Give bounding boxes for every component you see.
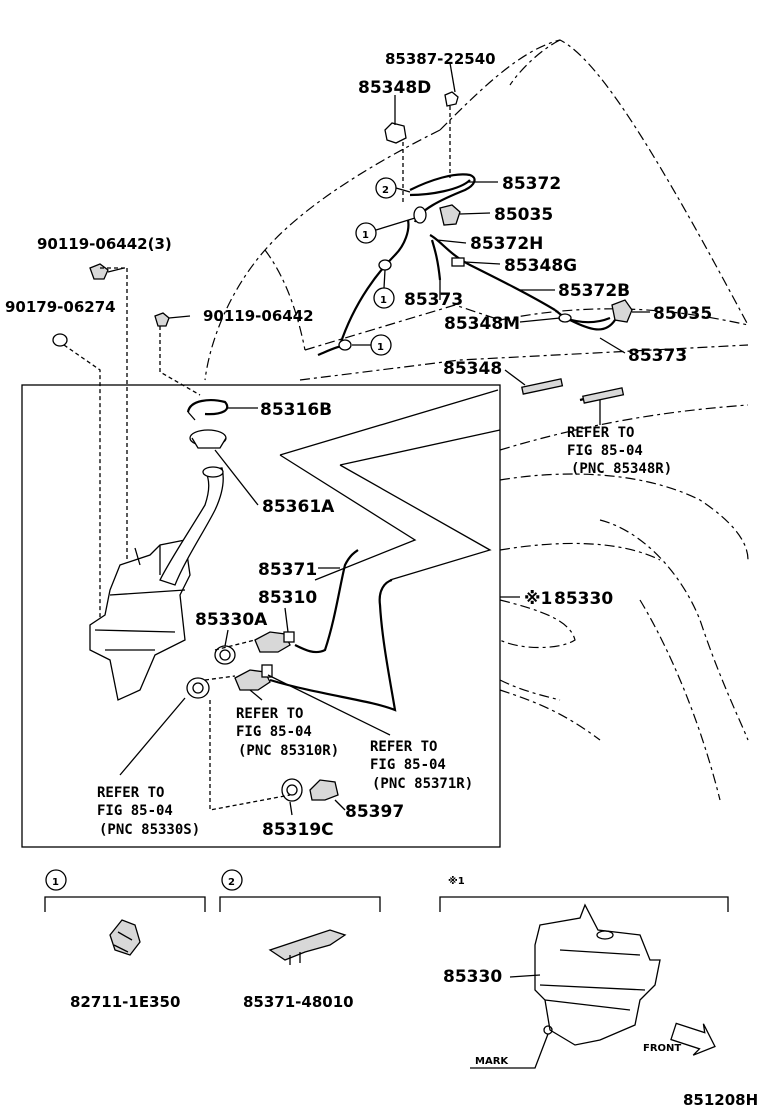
upper-leader-lines xyxy=(394,62,650,425)
label-85330A: 85330A xyxy=(195,610,268,630)
label-85373-b: 85373 xyxy=(628,346,687,366)
label-85371: 85371 xyxy=(258,560,317,580)
inset-3: ※1 85330 MARK FRONT xyxy=(439,875,729,1069)
callout-circles: 2 1 1 1 xyxy=(352,177,416,356)
label-85035-b: 85035 xyxy=(653,304,712,324)
label-90119-06442-3: 90119-06442(3) xyxy=(37,235,172,253)
upper-labels: 85387-22540 85348D 85372 85035 85372H 85… xyxy=(5,50,712,477)
callout-1b: 1 xyxy=(380,295,387,306)
ref-85348R-line2: FIG 85-04 xyxy=(567,443,643,459)
inset-1-part: 82711-1E350 xyxy=(70,993,180,1011)
ref-85330S-line3: (PNC 85330S) xyxy=(99,822,200,838)
label-90119-06442: 90119-06442 xyxy=(203,307,314,325)
inset-2-part: 85371-48010 xyxy=(243,993,354,1011)
ref-85310R-line3: (PNC 85310R) xyxy=(238,743,339,759)
inset-3-mark-label: MARK xyxy=(475,1056,509,1067)
pump-and-grommets xyxy=(186,549,397,811)
label-85372H: 85372H xyxy=(470,234,543,254)
inset-3-part: 85330 xyxy=(443,967,502,987)
main-assembly-frame xyxy=(21,384,501,848)
ref-85330S-line2: FIG 85-04 xyxy=(97,803,173,819)
label-85348: 85348 xyxy=(443,359,502,379)
inset-3-front-label: FRONT xyxy=(643,1043,681,1054)
ref-85348R-line3: (PNC 85348R) xyxy=(571,461,672,477)
label-85330-mark: ※1 xyxy=(524,589,552,609)
callout-2: 2 xyxy=(382,185,389,196)
callout-1c: 1 xyxy=(377,342,384,353)
label-85348G: 85348G xyxy=(504,256,577,276)
main-leader-lines xyxy=(119,407,520,816)
label-85035-a: 85035 xyxy=(494,205,553,225)
left-fasteners xyxy=(52,263,201,625)
ref-85348R-line1: REFER TO xyxy=(567,425,634,441)
label-85387-22540: 85387-22540 xyxy=(385,50,496,68)
upper-fasteners xyxy=(338,91,633,404)
ref-85371R-line2: FIG 85-04 xyxy=(370,757,446,773)
label-85373-a: 85373 xyxy=(404,290,463,310)
label-90179-06274: 90179-06274 xyxy=(5,298,116,316)
ref-85310R-line1: REFER TO xyxy=(236,706,303,722)
label-85348D: 85348D xyxy=(358,78,431,98)
vehicle-body-outline xyxy=(204,39,749,801)
ref-85310R-line2: FIG 85-04 xyxy=(236,724,312,740)
label-85310: 85310 xyxy=(258,588,317,608)
washer-tank-assembly xyxy=(89,399,229,701)
callout-1a: 1 xyxy=(362,230,369,241)
ref-85371R-line1: REFER TO xyxy=(370,739,437,755)
main-labels: 85316B 85361A 85371 85310 85330A ※1 8533… xyxy=(97,400,613,840)
label-85316B: 85316B xyxy=(260,400,332,420)
label-85397: 85397 xyxy=(345,802,404,822)
inset-1-number: 1 xyxy=(52,877,59,888)
ref-85371R-line3: (PNC 85371R) xyxy=(372,776,473,792)
label-85319C: 85319C xyxy=(262,820,334,840)
label-85372B: 85372B xyxy=(558,281,630,301)
inset-2: 2 85371-48010 xyxy=(219,869,381,1011)
figure-id: 851208H xyxy=(683,1091,758,1109)
label-85361A: 85361A xyxy=(262,497,335,517)
ref-85330S-line1: REFER TO xyxy=(97,785,164,801)
inset-2-number: 2 xyxy=(228,877,235,888)
label-85372: 85372 xyxy=(502,174,561,194)
label-85348M: 85348M xyxy=(444,314,520,334)
label-85330: 85330 xyxy=(554,589,613,609)
inset-3-mark: ※1 xyxy=(448,875,465,887)
inset-1: 1 82711-1E350 xyxy=(44,869,206,1011)
